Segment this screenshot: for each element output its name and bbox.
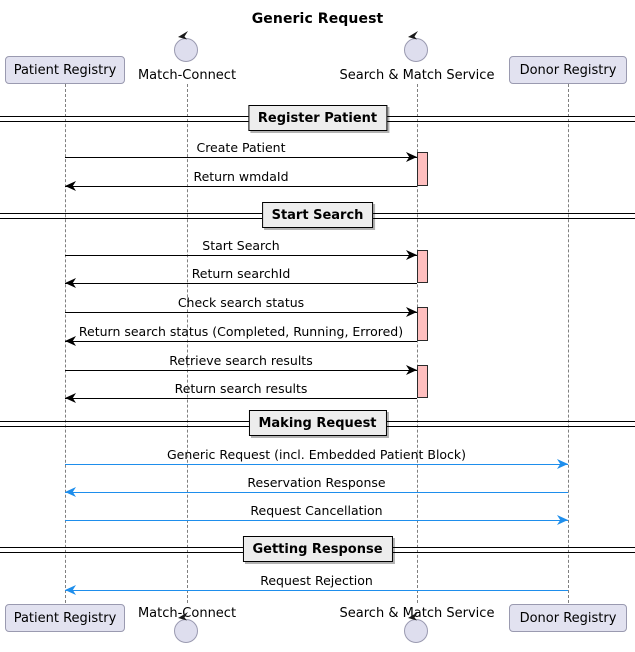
activation-bar (417, 365, 428, 398)
lifeline-search-match-service (417, 84, 418, 603)
message-label: Start Search (202, 238, 280, 253)
section-divider-label: Getting Response (242, 536, 393, 562)
message-label: Create Patient (196, 140, 286, 155)
message-label: Check search status (177, 295, 305, 310)
message-label: Generic Request (incl. Embedded Patient … (166, 447, 467, 462)
participant-patient-registry[interactable]: Patient Registry (5, 56, 125, 84)
message-label: Request Cancellation (250, 503, 383, 518)
message-label: Retrieve search results (169, 353, 313, 368)
section-divider-label: Start Search (261, 202, 374, 228)
message-line (65, 590, 568, 591)
section-divider: Start Search (0, 202, 635, 228)
lifeline-patient-registry (65, 84, 66, 603)
section-divider: Getting Response (0, 536, 635, 562)
activation-bar (417, 250, 428, 283)
control-participant-icon (404, 31, 430, 64)
message-line (65, 492, 568, 493)
message-label: Request Rejection (260, 573, 373, 588)
activation-bar (417, 152, 428, 186)
section-divider: Making Request (0, 410, 635, 436)
control-circle-icon (174, 38, 198, 62)
control-circle-icon (404, 38, 428, 62)
control-circle-icon (174, 619, 198, 643)
message-label: Return search results (174, 381, 308, 396)
message-label: Return search status (Completed, Running… (78, 324, 404, 339)
participant-search-match-service[interactable]: Search & Match Service (339, 68, 495, 83)
message-label: Return searchId (191, 266, 291, 281)
lifeline-match-connect (187, 84, 188, 603)
message-line (65, 157, 417, 158)
message-line (65, 341, 417, 342)
participant-donor-registry[interactable]: Donor Registry (509, 604, 627, 632)
message-line (65, 312, 417, 313)
participant-match-connect[interactable]: Match-Connect (137, 68, 237, 83)
message-line (65, 255, 417, 256)
message-label: Return wmdaId (193, 169, 289, 184)
participant-patient-registry[interactable]: Patient Registry (5, 604, 125, 632)
message-label: Reservation Response (247, 475, 386, 490)
message-line (65, 398, 417, 399)
section-divider-label: Making Request (248, 410, 387, 436)
control-participant-icon (174, 612, 200, 645)
message-line (65, 283, 417, 284)
message-line (65, 186, 417, 187)
message-line (65, 520, 568, 521)
control-participant-icon (174, 31, 200, 64)
page-title: Generic Request (251, 11, 384, 27)
participant-donor-registry[interactable]: Donor Registry (509, 56, 627, 84)
lifeline-donor-registry (568, 84, 569, 603)
control-participant-icon (404, 612, 430, 645)
section-divider: Register Patient (0, 105, 635, 131)
message-line (65, 464, 568, 465)
activation-bar (417, 307, 428, 341)
message-line (65, 370, 417, 371)
section-divider-label: Register Patient (247, 105, 388, 131)
